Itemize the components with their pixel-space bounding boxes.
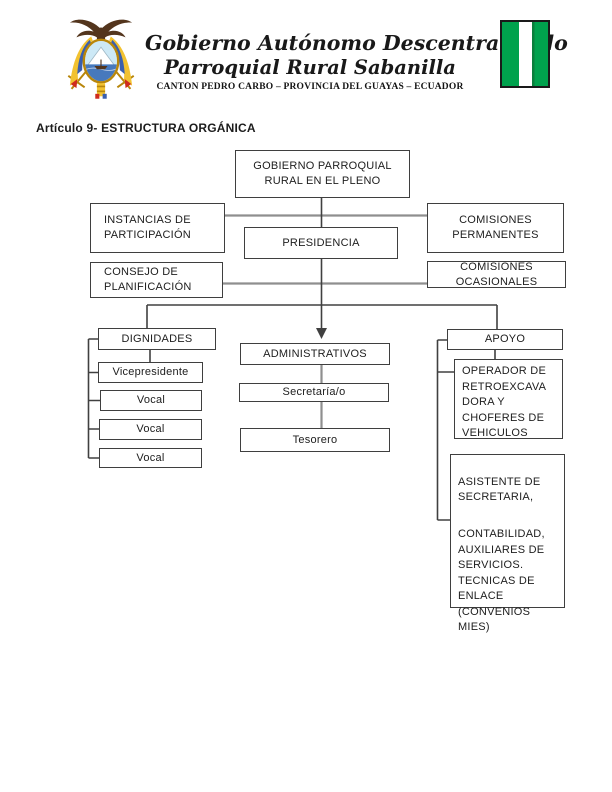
node-instancias-de-participacion: INSTANCIAS DE PARTICIPACIÓN [90, 203, 225, 253]
node-comisiones-permanentes: COMISIONES PERMANENTES [427, 203, 564, 253]
letterhead: Gobierno Autónomo Descentralizado Parroq… [145, 30, 568, 92]
sabanilla-flag-icon [500, 20, 550, 88]
asistente-paragraph-1: ASISTENTE DE SECRETARIA, [458, 475, 541, 504]
node-vocal-2: Vocal [99, 419, 202, 440]
org-title-line1: Gobierno Autónomo Descentralizado [145, 31, 568, 55]
node-secretaria: Secretaría/o [239, 383, 389, 402]
node-vocal-3: Vocal [99, 448, 202, 468]
node-apoyo: APOYO [447, 329, 563, 350]
asistente-paragraph-2: CONTABILIDAD, AUXILIARES DE SERVICIOS. T… [458, 528, 545, 633]
node-asistente-secretaria-contabilidad: ASISTENTE DE SECRETARIA, CONTABILIDAD, A… [450, 454, 565, 633]
node-operador-retroexcavadora-choferes: OPERADOR DE RETROEXCAVA DORA Y CHOFERES … [454, 359, 563, 439]
node-dignidades: DIGNIDADES [98, 328, 216, 350]
arrow-down-icon [316, 328, 327, 339]
ecuador-coat-of-arms-icon [67, 19, 135, 99]
node-consejo-de-planificacion: CONSEJO DE PLANIFICACIÓN [90, 262, 223, 298]
node-administrativos: ADMINISTRATIVOS [240, 343, 390, 365]
org-title-line2: Parroquial Rural Sabanilla [164, 56, 456, 79]
node-presidencia: PRESIDENCIA [244, 227, 398, 259]
node-comisiones-ocasionales: COMISIONES OCASIONALES [427, 261, 566, 288]
node-vicepresidente: Vicepresidente [98, 362, 203, 383]
node-tesorero: Tesorero [240, 428, 390, 452]
node-gobierno-parroquial-pleno: GOBIERNO PARROQUIAL RURAL EN EL PLENO [235, 150, 410, 198]
section-heading: Artículo 9- ESTRUCTURA ORGÁNICA [36, 121, 256, 135]
node-vocal-1: Vocal [100, 390, 202, 411]
org-subtitle: CANTON PEDRO CARBO – PROVINCIA DEL GUAYA… [156, 82, 464, 92]
